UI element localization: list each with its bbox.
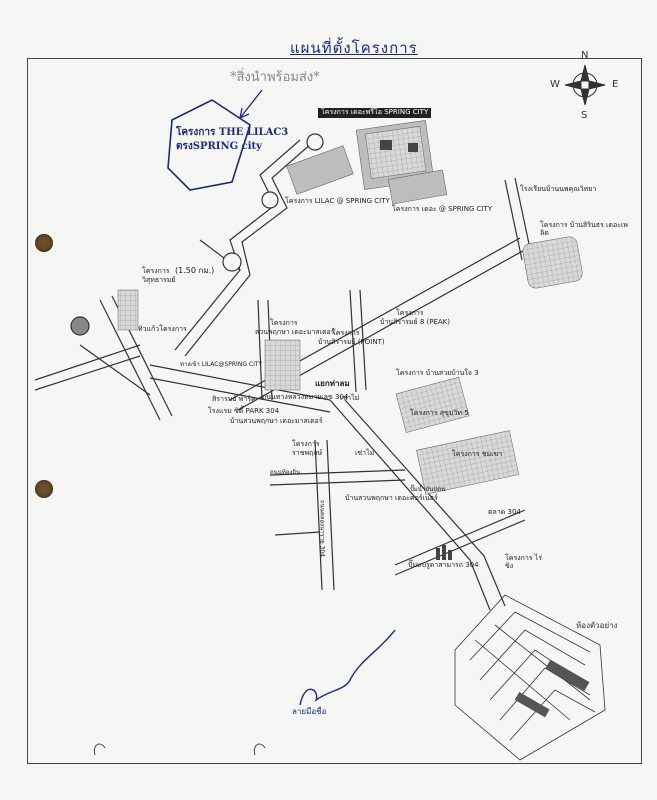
handwritten-annotation: โครงการ THE LILAC3 ตรงSPRING city (176, 126, 288, 153)
label-school: โรงเรียนบ้านนพคุณวิทยา (520, 185, 597, 193)
label-seven2: เซ่าไม่ (355, 449, 375, 457)
stamp-note: *สิ่งนำพร้อมส่ง* (230, 70, 320, 85)
label-sukhumvit: โครงการ สุขุมวิท 5 (410, 409, 469, 417)
label-gas: ปั๊มน้ำมันปตท. (410, 486, 447, 493)
label-seven: เซ่าไม่ (340, 394, 360, 402)
label-road-vertical: ถนนคลองนาราย 304 (318, 500, 326, 557)
label-wisut: วิสุทธารมย์ (142, 276, 176, 284)
label-rajapruek: ราชพฤกษ์ (292, 449, 323, 457)
binder-hole-bottom (35, 480, 53, 498)
label-market: ตลาด 304 (488, 508, 521, 516)
page-title: แผนที่ตั้งโครงการ (290, 39, 418, 57)
label-hotel: โรงแรม ซิตี้ PARK 304 (208, 407, 280, 415)
compass-w: W (550, 79, 560, 90)
label-suan: สวนพฤกษา เดอะมาสเตอร์ (255, 328, 335, 336)
label-wisut-title: โครงการ (142, 267, 170, 275)
map-frame (27, 58, 642, 764)
label-spring-city-br: โครงการ เดอะ @ SPRING CITY (392, 205, 493, 213)
label-chom-khao: โครงการ ชมเขา (452, 450, 503, 458)
compass-n: N (581, 50, 589, 61)
label-tiew-kaew: ทิวแก้วโครงการ (138, 325, 187, 333)
label-spring-city-top: โครงการ เดอะพรีโอ SPRING CITY (318, 108, 432, 118)
label-spring-city-bl: โครงการ LILAC @ SPRING CITY (285, 197, 390, 205)
label-point-title: โครงการ (332, 329, 360, 337)
label-ban-sirin-right: โครงการ บ้านสิรินธร เดอะเพลิต (540, 221, 628, 237)
inset-note: ห้องตัวอย่าง (576, 621, 618, 630)
label-distance: (1.50 กม.) (175, 266, 215, 275)
label-peak-title: โครงการ (396, 309, 424, 317)
signature: ลายมือชื่อ (292, 707, 327, 716)
label-sirirom-park: สิรารมย์ พาร์ค (212, 395, 256, 403)
label-point: บ้านสิรารมย์ (POINT) (318, 338, 385, 346)
binder-hole-top (35, 234, 53, 252)
label-intersection: แยกท่าลม (315, 379, 350, 388)
label-peak: บ้านสิรารมย์ 8 (PEAK) (380, 318, 450, 326)
label-suan-title: โครงการ (270, 319, 298, 327)
compass-s: S (581, 110, 588, 121)
annotation-line-2: ตรงSPRING city (176, 140, 262, 152)
label-ban-suan-bottom: บ้านสวนพฤกษา เดอะมาสเตอร์ (230, 417, 323, 425)
label-lilac-spring-small: ทางเข้า LILAC@SPRING CITY (180, 361, 263, 368)
label-road-local: ถนนท้องถิ่น (270, 469, 301, 476)
label-ban-suan-lower: บ้านสวนพฤกษา เดอะคอร์เนอร์ (345, 494, 438, 502)
compass-e: E (612, 79, 619, 90)
label-ban-suay: โครงการ บ้านสวยบ้านใจ 3 (396, 369, 479, 377)
label-road-bangna: ถนนทางหลวงหมายเลข 304 (262, 393, 349, 401)
label-pump-bottom: ปั๊มแบรูดาสามารถ 304 (408, 561, 479, 569)
label-rai-khing: โครงการ ไร่ขิง (505, 554, 543, 570)
label-rajapruek-title: โครงการ (292, 440, 320, 448)
annotation-line-1: โครงการ THE LILAC3 (176, 127, 289, 138)
